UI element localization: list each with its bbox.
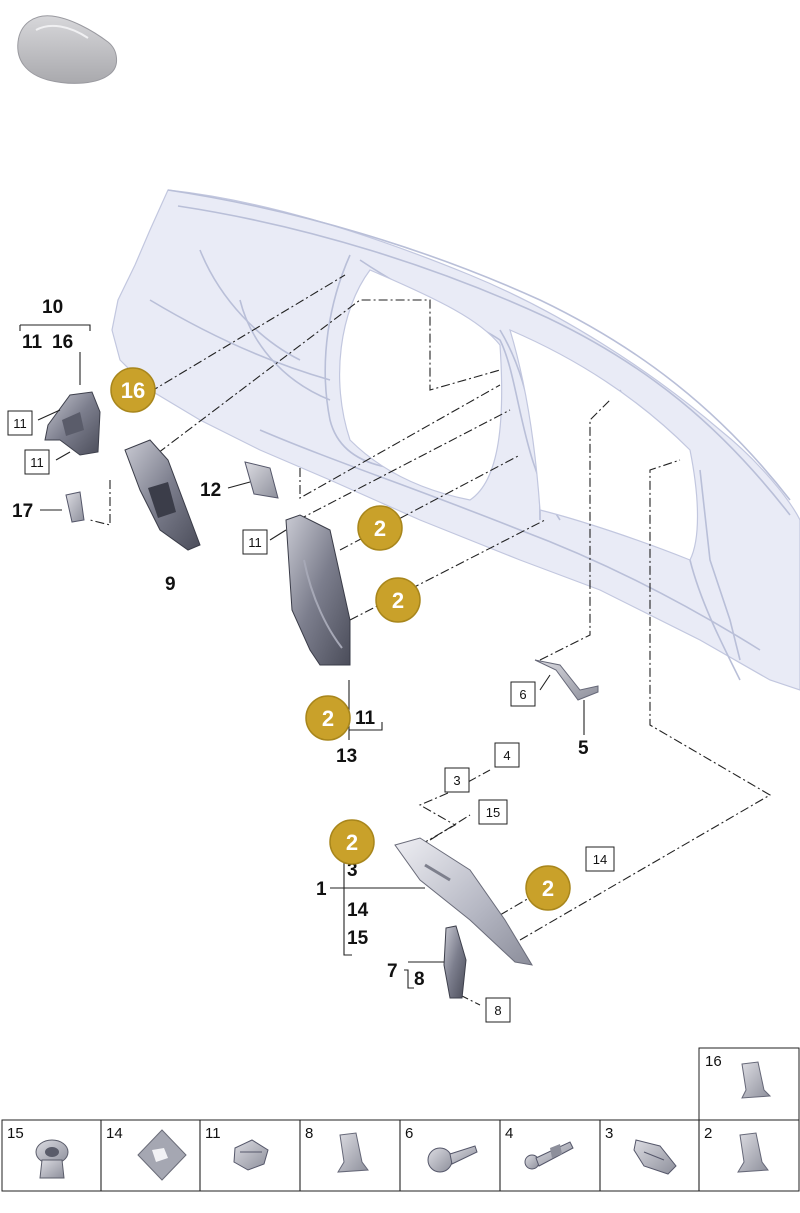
table-cell-number: 8: [305, 1125, 313, 1142]
callout-brackets: [19, 324, 585, 989]
badge-2: 2: [525, 865, 571, 911]
part-12-bracket: [244, 461, 279, 499]
boxed-callout-11: 11: [242, 529, 268, 555]
table-cell-number: 11: [205, 1125, 221, 1142]
boxed-callout-15: 15: [478, 799, 508, 825]
table-cell-number: 14: [106, 1125, 123, 1142]
svg-text:2: 2: [346, 830, 358, 855]
callout-10: 10: [42, 297, 63, 318]
svg-text:2: 2: [374, 516, 386, 541]
callout-8: 8: [414, 969, 425, 990]
part-17-clip: [65, 491, 85, 523]
table-cell-number: 15: [7, 1125, 24, 1142]
svg-text:6: 6: [519, 687, 526, 702]
badge-2: 2: [329, 819, 375, 865]
parts-table: 16 15 14 11 8 6 4 3 2: [1, 1047, 800, 1192]
svg-text:2: 2: [392, 588, 404, 613]
rivet-nut-icon: [35, 1139, 69, 1179]
boxed-callout-14: 14: [585, 846, 615, 872]
callout-5: 5: [578, 738, 589, 759]
svg-text:11: 11: [13, 416, 27, 431]
boxed-callout-3: 3: [444, 767, 470, 793]
callout-17: 17: [12, 501, 33, 522]
svg-text:14: 14: [593, 852, 607, 867]
boxed-callout-8: 8: [485, 997, 511, 1023]
callout-13: 13: [336, 746, 357, 767]
adhesive-pad-icon: [137, 1129, 187, 1181]
table-cell-number: 3: [605, 1125, 613, 1142]
callout-12: 12: [200, 480, 221, 501]
callout-14: 14: [347, 900, 369, 921]
screw-icon: [427, 1145, 478, 1173]
svg-text:8: 8: [494, 1003, 501, 1018]
callout-15: 15: [347, 928, 369, 949]
clip-icon: [741, 1061, 772, 1099]
part-9-trim-panel: [124, 439, 201, 551]
svg-text:3: 3: [453, 773, 460, 788]
badge-2: 2: [305, 695, 351, 741]
svg-text:2: 2: [322, 706, 334, 731]
svg-text:11: 11: [248, 535, 262, 550]
badge-16: 16: [110, 367, 156, 413]
clip-icon: [337, 1132, 369, 1173]
part-5-bracket: [534, 659, 599, 701]
body-side-structure: [111, 189, 800, 691]
table-cell-number: 16: [705, 1053, 722, 1070]
boxed-callout-6: 6: [510, 681, 536, 707]
svg-text:15: 15: [486, 805, 500, 820]
vehicle-thumbnail-icon: [17, 15, 117, 84]
badge-2: 2: [357, 505, 403, 551]
callout-16: 16: [52, 332, 73, 353]
table-cell-number: 4: [505, 1125, 513, 1142]
table-cell-number: 6: [405, 1125, 413, 1142]
svg-text:2: 2: [542, 876, 554, 901]
callout-1: 1: [316, 879, 327, 900]
callout-7: 7: [387, 961, 398, 982]
part-10-bracket: [44, 391, 101, 456]
boxed-callout-11: 11: [24, 449, 50, 475]
svg-text:4: 4: [503, 748, 510, 763]
boxed-callout-4: 4: [494, 742, 520, 768]
svg-text:16: 16: [121, 378, 145, 403]
bolt-icon: [524, 1141, 574, 1170]
clip-icon: [737, 1132, 769, 1173]
retainer-clip-icon: [633, 1139, 677, 1175]
part-1-a-pillar-trim: [394, 837, 533, 966]
table-cell-number: 2: [704, 1125, 712, 1142]
callout-3: 3: [347, 860, 358, 881]
svg-text:11: 11: [30, 455, 44, 470]
part-7-bracket: [443, 925, 467, 999]
callout-9: 9: [165, 574, 176, 595]
callout-11: 11: [355, 708, 376, 729]
spring-clip-icon: [233, 1139, 269, 1171]
badge-2: 2: [375, 577, 421, 623]
boxed-callout-11: 11: [7, 410, 33, 436]
part-13-b-pillar-trim: [285, 514, 351, 666]
callout-11: 11: [22, 332, 43, 353]
